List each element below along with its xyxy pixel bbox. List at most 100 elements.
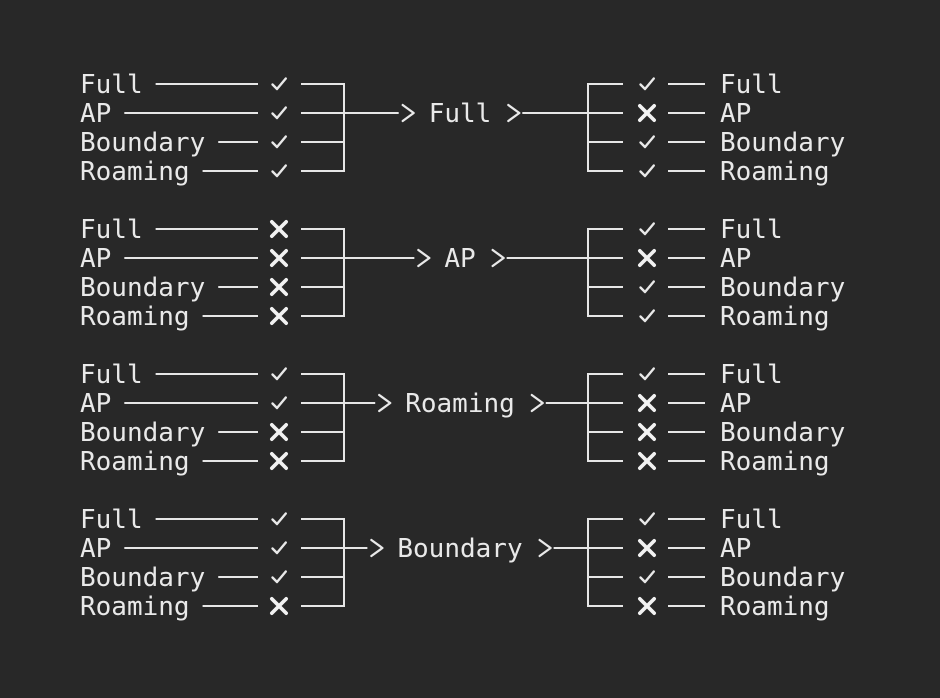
state-label: Roaming <box>720 302 830 332</box>
left-input-row: Full <box>80 70 287 100</box>
split-bracket <box>587 518 623 607</box>
transition-group: FullAPBoundaryRoamingAPFullAPBoundaryRoa… <box>80 215 845 332</box>
state-label: Boundary <box>80 273 205 303</box>
right-output-row: Boundary <box>639 273 845 303</box>
center-state-label: Full <box>429 99 492 129</box>
cross-icon <box>638 423 656 441</box>
right-output-row: Roaming <box>638 447 830 477</box>
check-icon <box>271 570 287 584</box>
arrowhead-icon <box>530 393 544 413</box>
right-output-row: AP <box>638 389 751 419</box>
state-label: Boundary <box>80 563 205 593</box>
cross-icon <box>270 452 288 470</box>
merge-bracket <box>301 228 345 317</box>
cross-icon <box>270 423 288 441</box>
check-icon <box>639 367 655 381</box>
right-output-row: Full <box>639 505 783 535</box>
arrowhead-icon <box>378 393 392 413</box>
check-icon <box>639 570 655 584</box>
merge-bracket <box>301 83 345 172</box>
right-output-row: Boundary <box>638 418 845 448</box>
check-icon <box>639 164 655 178</box>
right-output-row: Full <box>639 70 783 100</box>
right-output-row: AP <box>638 534 751 564</box>
center-state-label: Roaming <box>405 389 515 419</box>
left-input-row: Boundary <box>80 563 287 593</box>
left-input-row: AP <box>80 244 288 274</box>
state-label: Full <box>80 360 143 390</box>
state-label: AP <box>80 389 111 419</box>
state-label: AP <box>80 244 111 274</box>
check-icon <box>639 280 655 294</box>
right-output-row: Boundary <box>639 563 845 593</box>
merge-bracket <box>301 518 345 607</box>
state-label: AP <box>720 389 751 419</box>
state-label: Roaming <box>80 592 190 622</box>
arrowhead-icon <box>401 103 415 123</box>
state-label: Boundary <box>720 563 845 593</box>
right-output-row: Full <box>639 360 783 390</box>
cross-icon <box>638 597 656 615</box>
left-input-row: AP <box>80 534 287 564</box>
check-icon <box>271 396 287 410</box>
state-label: Boundary <box>80 128 205 158</box>
left-input-row: Boundary <box>80 273 288 303</box>
cross-icon <box>638 104 656 122</box>
check-icon <box>639 77 655 91</box>
left-input-row: AP <box>80 389 287 419</box>
cross-icon <box>270 220 288 238</box>
left-input-row: Roaming <box>80 447 288 477</box>
transition-group: FullAPBoundaryRoamingBoundaryFullAPBound… <box>80 505 845 622</box>
state-label: Full <box>720 215 783 245</box>
state-label: Roaming <box>720 447 830 477</box>
check-icon <box>271 367 287 381</box>
check-icon <box>271 135 287 149</box>
transition-group: FullAPBoundaryRoamingFullFullAPBoundaryR… <box>80 70 845 187</box>
state-label: AP <box>80 99 111 129</box>
check-icon <box>271 106 287 120</box>
state-label: AP <box>720 244 751 274</box>
left-input-row: Boundary <box>80 128 287 158</box>
cross-icon <box>638 539 656 557</box>
right-output-row: Roaming <box>639 302 830 332</box>
left-input-row: Boundary <box>80 418 288 448</box>
state-label: Roaming <box>80 157 190 187</box>
state-label: Roaming <box>720 157 830 187</box>
check-icon <box>639 309 655 323</box>
state-label: Full <box>80 505 143 535</box>
check-icon <box>271 164 287 178</box>
state-label: AP <box>80 534 111 564</box>
cross-icon <box>270 278 288 296</box>
state-label: Roaming <box>720 592 830 622</box>
cross-icon <box>638 452 656 470</box>
right-output-row: Full <box>639 215 783 245</box>
right-output-row: Roaming <box>638 592 830 622</box>
left-input-row: Roaming <box>80 592 288 622</box>
state-label: Boundary <box>720 418 845 448</box>
state-label: AP <box>720 534 751 564</box>
state-label: Roaming <box>80 302 190 332</box>
check-icon <box>271 512 287 526</box>
cross-icon <box>270 307 288 325</box>
state-label: Full <box>720 505 783 535</box>
split-bracket <box>587 228 623 317</box>
left-input-row: Full <box>80 215 288 245</box>
check-icon <box>271 541 287 555</box>
right-output-row: Boundary <box>639 128 845 158</box>
split-bracket <box>587 83 623 172</box>
left-input-row: Full <box>80 360 287 390</box>
state-label: Boundary <box>720 273 845 303</box>
check-icon <box>639 512 655 526</box>
arrowhead-icon <box>370 538 384 558</box>
state-label: Boundary <box>80 418 205 448</box>
left-input-row: Full <box>80 505 287 535</box>
check-icon <box>639 222 655 236</box>
check-icon <box>639 135 655 149</box>
arrowhead-icon <box>491 248 505 268</box>
right-output-row: AP <box>638 244 751 274</box>
center-state-label: Boundary <box>397 534 522 564</box>
state-label: Full <box>720 360 783 390</box>
left-input-row: Roaming <box>80 302 288 332</box>
cross-icon <box>270 249 288 267</box>
